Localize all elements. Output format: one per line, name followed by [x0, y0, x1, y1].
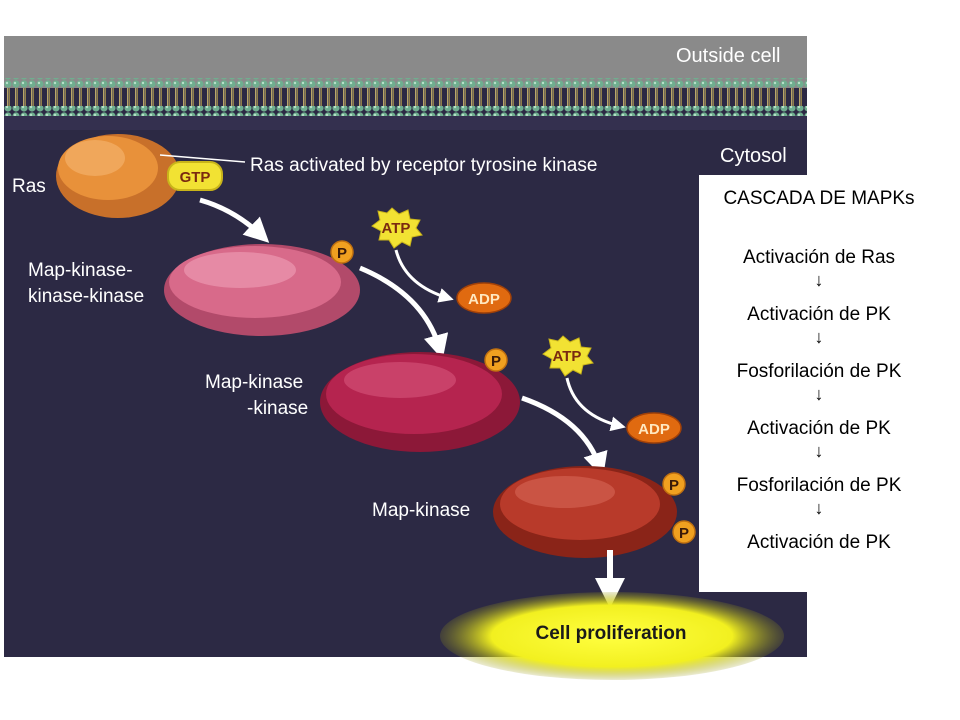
arrow-atp2-to-adp2	[565, 377, 626, 432]
cascade-step-6: Activación de PK	[747, 532, 891, 553]
panel-title: CASCADA DE MAPKs	[723, 188, 915, 209]
cell-membrane	[4, 78, 807, 130]
phosphate-badge-mapk-1: P	[662, 472, 686, 496]
cascade-step-4: Activación de PK	[747, 418, 891, 439]
svg-text:P: P	[491, 353, 501, 370]
atp-badge-1: ATP	[371, 207, 423, 249]
adp-badge-2: ADP	[626, 412, 682, 444]
arrow-mapkk-to-mapk	[521, 395, 608, 478]
svg-text:ATP: ATP	[553, 348, 582, 365]
down-arrow-icon: ↓	[814, 441, 824, 461]
phosphate-badge-mapkkk: P	[330, 240, 354, 264]
outside-cell-label: Outside cell	[676, 45, 781, 67]
phosphate-badge-mapk-2: P	[672, 520, 696, 544]
cytosol-label: Cytosol	[720, 145, 787, 167]
proliferation-glow	[440, 592, 784, 680]
adp-badge-1: ADP	[456, 282, 512, 314]
arrow-ras-to-mapkkk	[199, 197, 270, 243]
svg-text:ADP: ADP	[638, 421, 670, 438]
ras-protein	[56, 134, 180, 218]
down-arrow-icon: ↓	[814, 327, 824, 347]
arrow-atp1-to-adp1	[394, 249, 454, 303]
atp-badge-2: ATP	[542, 335, 594, 377]
mapkkk-protein	[164, 244, 360, 336]
down-arrow-icon: ↓	[814, 498, 824, 518]
svg-text:P: P	[337, 245, 347, 262]
svg-text:P: P	[669, 477, 679, 494]
phosphate-badge-mapkk: P	[484, 348, 508, 372]
svg-text:ADP: ADP	[468, 291, 500, 308]
ras-activated-label: Ras activated by receptor tyrosine kinas…	[250, 155, 597, 176]
arrow-mapkkk-to-mapkk	[359, 265, 449, 360]
proliferation-label: Cell proliferation	[536, 623, 687, 644]
cascade-step-3: Fosforilación de PK	[736, 361, 902, 382]
mapkkk-label-line1: Map-kinase-	[28, 260, 133, 281]
down-arrow-icon: ↓	[814, 270, 824, 290]
ras-pointer-line	[159, 154, 246, 163]
svg-text:ATP: ATP	[382, 220, 411, 237]
down-arrow-icon: ↓	[814, 384, 824, 404]
svg-text:GTP: GTP	[180, 169, 211, 186]
mapkk-label-line2: -kinase	[247, 398, 308, 419]
ras-label: Ras	[12, 176, 46, 197]
mapkk-protein	[320, 352, 520, 452]
mapkkk-label-line2: kinase-kinase	[28, 286, 144, 307]
mapk-label: Map-kinase	[372, 500, 470, 521]
cascade-step-5: Fosforilación de PK	[736, 475, 902, 496]
mapk-protein	[493, 466, 677, 558]
cascade-summary-panel: CASCADA DE MAPKs Activación de Ras ↓ Act…	[699, 175, 939, 592]
mapkk-label-line1: Map-kinase	[205, 372, 303, 393]
svg-text:P: P	[679, 525, 689, 542]
cascade-step-2: Activación de PK	[747, 304, 891, 325]
cascade-step-1: Activación de Ras	[742, 247, 896, 268]
gtp-badge: GTP	[167, 161, 223, 191]
